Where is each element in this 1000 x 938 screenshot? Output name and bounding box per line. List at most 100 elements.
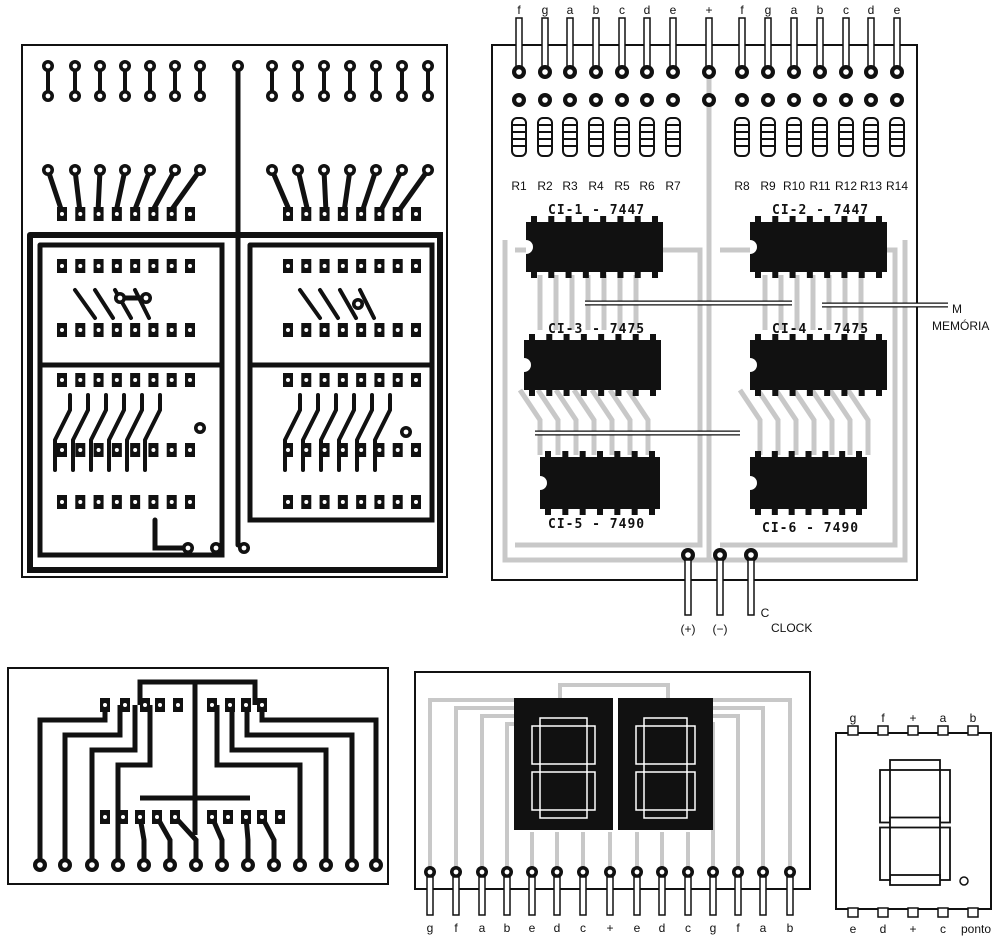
pad-hole xyxy=(269,63,275,69)
copper-trace xyxy=(827,388,853,455)
copper-trace xyxy=(247,242,435,523)
copper-trace xyxy=(152,517,191,551)
header-pin xyxy=(842,17,850,69)
pinout-bottom-label: d xyxy=(880,922,887,936)
header-pin-label: b xyxy=(817,3,824,17)
pad-hole xyxy=(359,448,364,452)
resistor-label: R6 xyxy=(639,179,655,193)
pad-hole xyxy=(791,97,797,103)
pad-hole xyxy=(710,869,716,875)
pad-hole xyxy=(593,97,599,103)
pad-hole xyxy=(843,69,849,75)
copper-trace xyxy=(37,705,108,865)
pad-hole xyxy=(188,212,192,216)
pad-hole xyxy=(188,328,192,332)
copper-trace xyxy=(173,815,199,865)
pad-hole xyxy=(188,500,192,504)
copper-trace xyxy=(755,388,781,455)
pad-hole xyxy=(213,545,219,551)
ic-pin xyxy=(755,216,761,224)
chip-label: CI-5 - 7490 xyxy=(548,517,645,532)
display-segment xyxy=(643,809,688,819)
copper-trace xyxy=(244,705,355,865)
copper-trace xyxy=(321,167,329,215)
copper-trace xyxy=(505,722,515,870)
display-segment xyxy=(889,874,941,886)
pad-hole xyxy=(78,500,83,504)
pad-hole xyxy=(414,328,418,332)
copper-trace xyxy=(358,288,376,320)
ic-pin xyxy=(772,334,779,342)
display-pin-label: f xyxy=(736,921,740,935)
pad-hole xyxy=(151,264,156,268)
ic-notch xyxy=(526,240,533,254)
pad-hole xyxy=(765,97,771,103)
copper-trace xyxy=(149,167,178,215)
pad-hole xyxy=(321,63,327,69)
pinout-top-label: b xyxy=(970,711,977,725)
pad-hole xyxy=(141,862,147,868)
ic-pin xyxy=(824,334,831,342)
ic-pin xyxy=(858,216,865,224)
display-segment xyxy=(879,826,891,881)
pad-hole xyxy=(760,869,766,875)
ic-pin xyxy=(614,451,621,459)
ic-pin xyxy=(563,388,570,396)
pad-hole xyxy=(414,212,418,216)
pad-hole xyxy=(644,97,650,103)
chip-label: CI-3 - 7475 xyxy=(548,322,645,337)
pad-hole xyxy=(151,378,156,382)
chip-label: CI-2 - 7447 xyxy=(772,203,869,218)
pad-hole xyxy=(425,93,431,99)
pad-hole xyxy=(96,500,101,504)
pad-hole xyxy=(169,378,174,382)
pad-hole xyxy=(45,63,51,69)
copper-trace xyxy=(791,388,817,455)
copper-trace xyxy=(712,714,740,870)
pin-tab xyxy=(967,725,979,736)
pinout-top-label: + xyxy=(909,711,916,725)
display-pin-label: e xyxy=(529,921,536,935)
ic-pin xyxy=(755,451,761,459)
pad-hole xyxy=(45,93,51,99)
ic-pin xyxy=(650,388,656,396)
pad-hole xyxy=(739,69,745,75)
copper-trace xyxy=(773,388,799,455)
header-pin-label: g xyxy=(542,3,549,17)
display-segment xyxy=(586,771,596,811)
chip-label: CI-4 - 7475 xyxy=(772,322,869,337)
pad-hole xyxy=(395,500,400,504)
resistor-label: R3 xyxy=(562,179,578,193)
pad-hole xyxy=(72,63,78,69)
display-segment xyxy=(539,763,588,773)
pad-hole xyxy=(304,448,309,452)
ic-pin xyxy=(841,216,848,224)
pad-hole xyxy=(60,212,64,216)
resistor-label: R7 xyxy=(665,179,681,193)
resistor-label: R12 xyxy=(835,179,857,193)
ic-pin xyxy=(788,507,795,515)
pad-hole xyxy=(644,69,650,75)
decimal-point xyxy=(959,876,969,886)
display-segment xyxy=(539,717,588,727)
pad-hole xyxy=(62,862,68,868)
ic-pin xyxy=(841,388,848,396)
pad-hole xyxy=(241,545,247,551)
copper-trace xyxy=(137,816,147,865)
pad-hole xyxy=(395,448,400,452)
pad-hole xyxy=(304,264,309,268)
copper-trace xyxy=(558,683,670,698)
pad-hole xyxy=(347,167,353,173)
ic-pin xyxy=(565,270,572,278)
copper-trace xyxy=(535,388,561,455)
pad-hole xyxy=(210,815,214,819)
ic-pin xyxy=(789,334,796,342)
ic-pin xyxy=(615,334,622,342)
ic-pin xyxy=(631,507,638,515)
copper-trace xyxy=(625,388,651,455)
pad-hole xyxy=(96,328,101,332)
header-pin xyxy=(618,17,626,69)
pad-hole xyxy=(295,63,301,69)
pad-hole xyxy=(114,212,119,216)
ic-pin xyxy=(580,334,587,342)
